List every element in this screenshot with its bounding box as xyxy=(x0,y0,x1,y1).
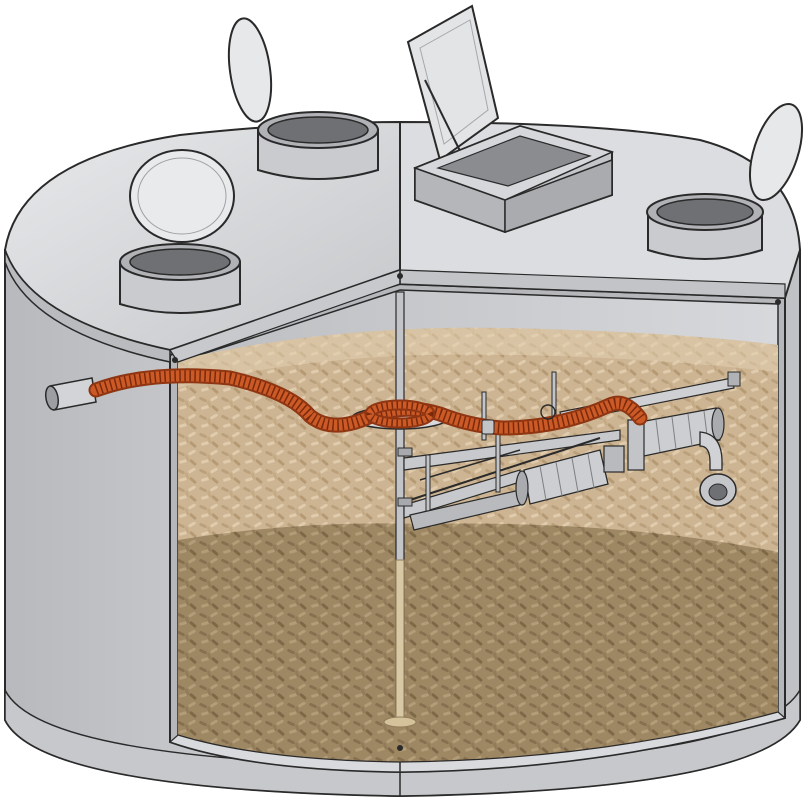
inlet-pipe-stub xyxy=(44,377,97,411)
square-hatch-icon xyxy=(406,4,615,234)
hose-clamps xyxy=(481,404,556,435)
round-manhole-lid-icon xyxy=(227,17,379,180)
filter-cartridge-icon xyxy=(515,407,725,506)
round-manhole-lid-icon xyxy=(646,102,804,260)
pellet-fill-lower xyxy=(178,523,778,762)
vacuum-hose-icon xyxy=(88,368,648,436)
return-pipe-bend xyxy=(699,431,737,507)
cutaway-interior xyxy=(168,282,787,774)
round-manhole-lid-icon xyxy=(119,149,241,314)
pellet-fill-upper xyxy=(178,327,778,560)
